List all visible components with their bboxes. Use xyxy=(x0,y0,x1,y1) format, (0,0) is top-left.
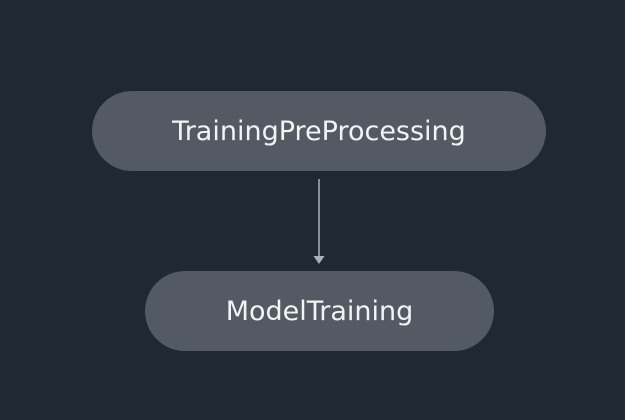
node-label: TrainingPreProcessing xyxy=(172,115,466,147)
node-training-pre-processing[interactable]: TrainingPreProcessing xyxy=(92,91,546,171)
node-model-training[interactable]: ModelTraining xyxy=(145,271,494,351)
node-label: ModelTraining xyxy=(225,295,414,327)
arrowhead-icon xyxy=(313,256,325,264)
